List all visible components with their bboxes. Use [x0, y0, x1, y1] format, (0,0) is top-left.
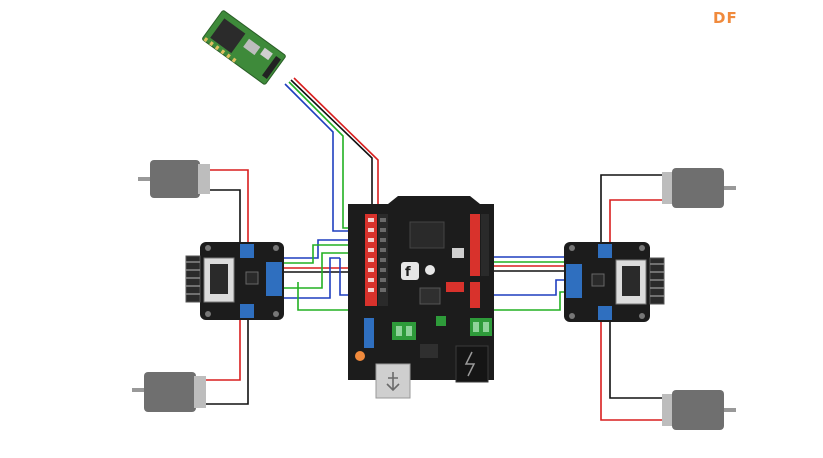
wire-motor-tl-red — [207, 169, 249, 243]
wire-left-driver-blue — [275, 239, 368, 259]
motor-driver-icon — [564, 242, 665, 322]
wire-motor-br-red — [600, 318, 668, 421]
dc-jack-icon — [455, 345, 489, 383]
dc-motor-icon — [132, 372, 206, 412]
svg-text:f: f — [405, 265, 411, 280]
dc-motor-icon — [662, 390, 736, 430]
dc-motor-icon — [138, 160, 210, 198]
wire-motor-br-black — [609, 318, 668, 399]
wire-bt-black — [290, 79, 373, 210]
brand-logo: DF — [713, 9, 738, 27]
wire-motor-bl-red — [202, 318, 241, 381]
dc-motor-icon — [662, 168, 736, 208]
wire-bt-red — [293, 77, 379, 210]
right-header — [470, 214, 489, 308]
left-header — [365, 214, 388, 306]
usb-icon — [375, 363, 411, 399]
bluetooth-module-icon — [202, 10, 286, 85]
wire-motor-tl-black — [207, 189, 241, 243]
arduino-board-icon: f — [348, 196, 494, 399]
wire-bt-blue — [284, 83, 360, 232]
wire-motor-bl-black — [202, 318, 249, 405]
motor-driver-icon — [185, 242, 284, 320]
wire-right-driver-blue-b — [339, 258, 572, 296]
wire-left-driver-blue-b — [275, 257, 340, 299]
pwr-in-terminal — [470, 318, 492, 336]
reset-button-icon — [355, 351, 365, 361]
wire-motor-tr-red — [609, 199, 668, 243]
wire-left-driver-green-a — [275, 244, 368, 264]
servo-pwr-terminal — [392, 322, 416, 340]
wire-motor-tr-black — [600, 174, 668, 243]
